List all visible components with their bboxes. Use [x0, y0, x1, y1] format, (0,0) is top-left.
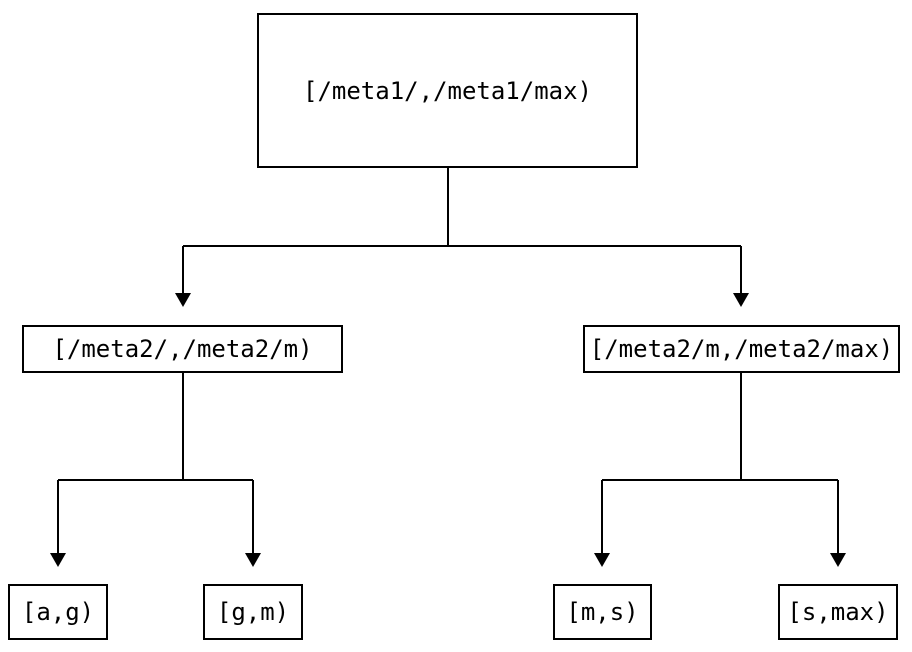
edge-right-children — [594, 373, 846, 567]
node-leaf-smax-label: [s,max) — [787, 598, 889, 626]
node-leaf-smax: [s,max) — [778, 584, 898, 640]
node-left-label: [/meta2/,/meta2/m) — [52, 335, 313, 363]
edge-left-children — [50, 373, 261, 567]
node-leaf-ms-label: [m,s) — [566, 598, 639, 626]
node-leaf-ag: [a,g) — [8, 584, 108, 640]
node-leaf-gm-label: [g,m) — [216, 598, 290, 626]
node-right-label: [/meta2/m,/meta2/max) — [589, 335, 894, 363]
node-leaf-gm: [g,m) — [203, 584, 303, 640]
node-right-subrange: [/meta2/m,/meta2/max) — [583, 325, 900, 373]
node-leaf-ms: [m,s) — [553, 584, 652, 640]
arrowhead-down-icon — [733, 293, 749, 307]
arrowhead-down-icon — [594, 553, 610, 567]
arrowhead-down-icon — [50, 553, 66, 567]
arrowhead-down-icon — [245, 553, 261, 567]
arrowhead-down-icon — [830, 553, 846, 567]
arrowhead-down-icon — [175, 293, 191, 307]
node-root-label: [/meta1/,/meta1/max) — [303, 76, 592, 105]
edge-root-children — [175, 168, 749, 307]
node-root: [/meta1/,/meta1/max) — [257, 13, 638, 168]
node-left-subrange: [/meta2/,/meta2/m) — [22, 325, 343, 373]
node-leaf-ag-label: [a,g) — [21, 598, 95, 626]
